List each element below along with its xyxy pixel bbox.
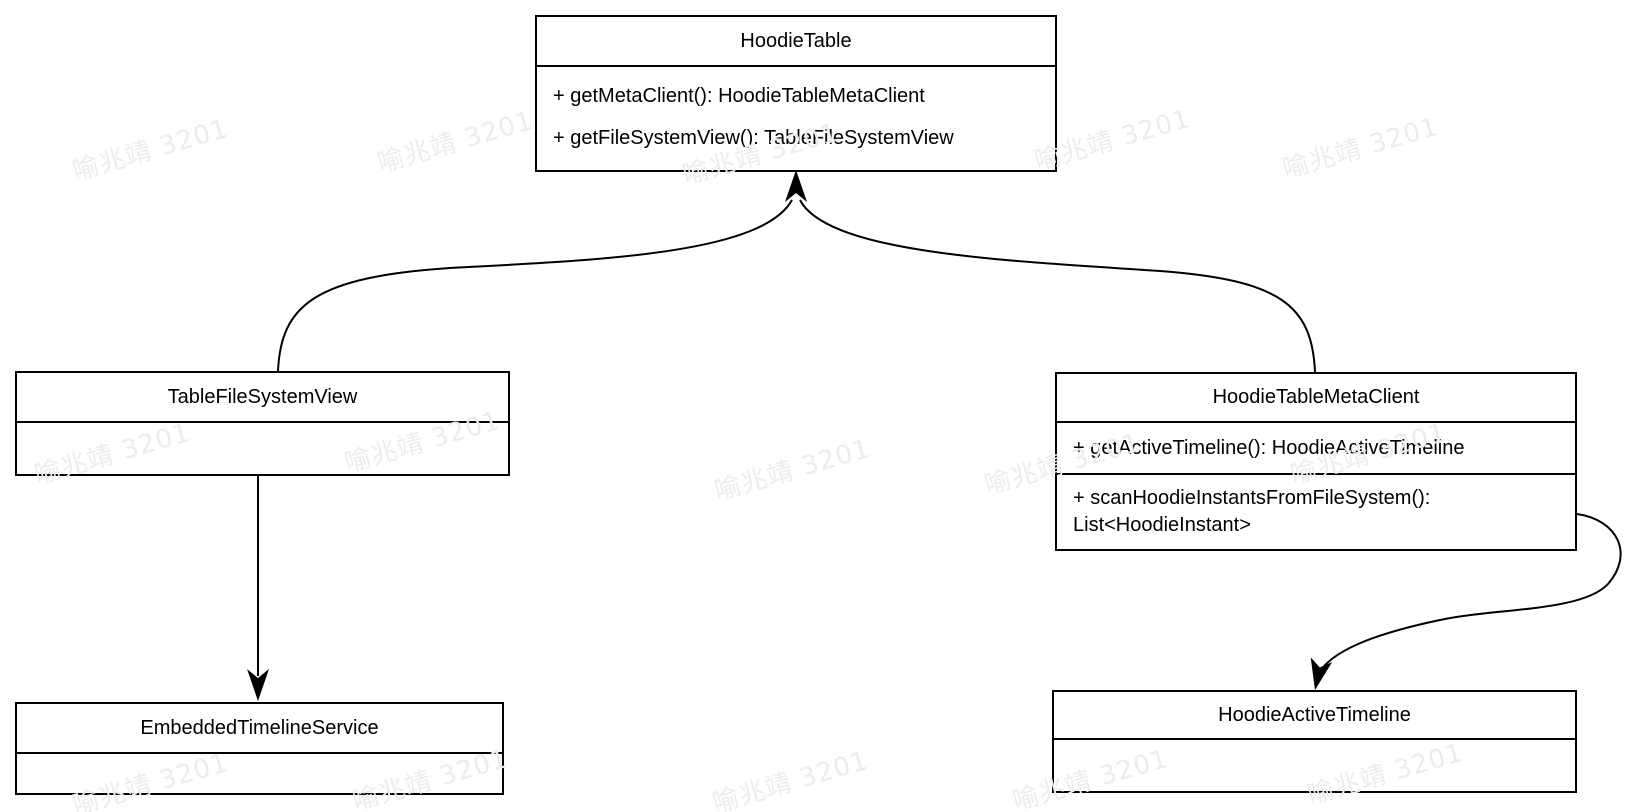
- class-name: HoodieTableMetaClient: [1212, 386, 1420, 408]
- class-box-hoodietable: HoodieTable + getMetaClient(): HoodieTab…: [535, 15, 1057, 172]
- method-scanhoodieinstantsfromfilesystem: + scanHoodieInstantsFromFileSystem(): Li…: [1073, 487, 1431, 536]
- class-title-embeddedtimelineservice: EmbeddedTimelineService: [17, 704, 502, 754]
- watermark: 喻兆靖 3201: [69, 113, 232, 187]
- class-name: EmbeddedTimelineService: [140, 716, 379, 739]
- watermark: 喻兆靖 3201: [711, 433, 874, 507]
- class-box-tablefilesystemview: TableFileSystemView: [15, 371, 510, 476]
- method-compartment-scanhoodieinstants: + scanHoodieInstantsFromFileSystem(): Li…: [1057, 473, 1575, 549]
- method-getfilesystemview: + getFileSystemView(): TableFileSystemVi…: [553, 127, 954, 149]
- class-title-hoodietable: HoodieTable: [537, 17, 1055, 67]
- class-title-hoodieactivetimeline: HoodieActiveTimeline: [1054, 692, 1575, 740]
- class-empty-compartment: [17, 754, 502, 793]
- arrow-hoodietablemetaclient-to-hoodietable: [799, 199, 1316, 373]
- class-box-hoodietablemetaclient: HoodieTableMetaClient + getActiveTimelin…: [1055, 372, 1577, 551]
- method-getmetaclient: + getMetaClient(): HoodieTableMetaClient: [553, 85, 925, 107]
- arrow-tablefilesystemview-to-hoodietable: [277, 199, 793, 372]
- class-name: TableFileSystemView: [167, 385, 358, 408]
- class-methods-hoodietable: + getMetaClient(): HoodieTableMetaClient…: [537, 67, 1055, 168]
- class-title-hoodietablemetaclient: HoodieTableMetaClient: [1057, 374, 1575, 423]
- arrowhead-up-icon: [785, 170, 807, 202]
- class-name: HoodieActiveTimeline: [1218, 703, 1411, 726]
- method-getactivetimeline: + getActiveTimeline(): HoodieActiveTimel…: [1073, 436, 1465, 459]
- arrowhead-down-icon: [247, 669, 269, 701]
- class-box-embeddedtimelineservice: EmbeddedTimelineService: [15, 702, 504, 795]
- class-empty-compartment: [1054, 740, 1575, 791]
- watermark: 喻兆靖 3201: [1279, 111, 1442, 185]
- class-name: HoodieTable: [740, 29, 852, 52]
- class-empty-compartment: [17, 423, 508, 474]
- arrowhead-down-left-icon: [1310, 657, 1333, 690]
- watermark: 喻兆靖 3201: [374, 105, 537, 179]
- watermark: 喻兆靖 3201: [709, 745, 872, 812]
- method-compartment-getactivetimeline: + getActiveTimeline(): HoodieActiveTimel…: [1057, 423, 1575, 473]
- class-title-tablefilesystemview: TableFileSystemView: [17, 373, 508, 423]
- class-box-hoodieactivetimeline: HoodieActiveTimeline: [1052, 690, 1577, 793]
